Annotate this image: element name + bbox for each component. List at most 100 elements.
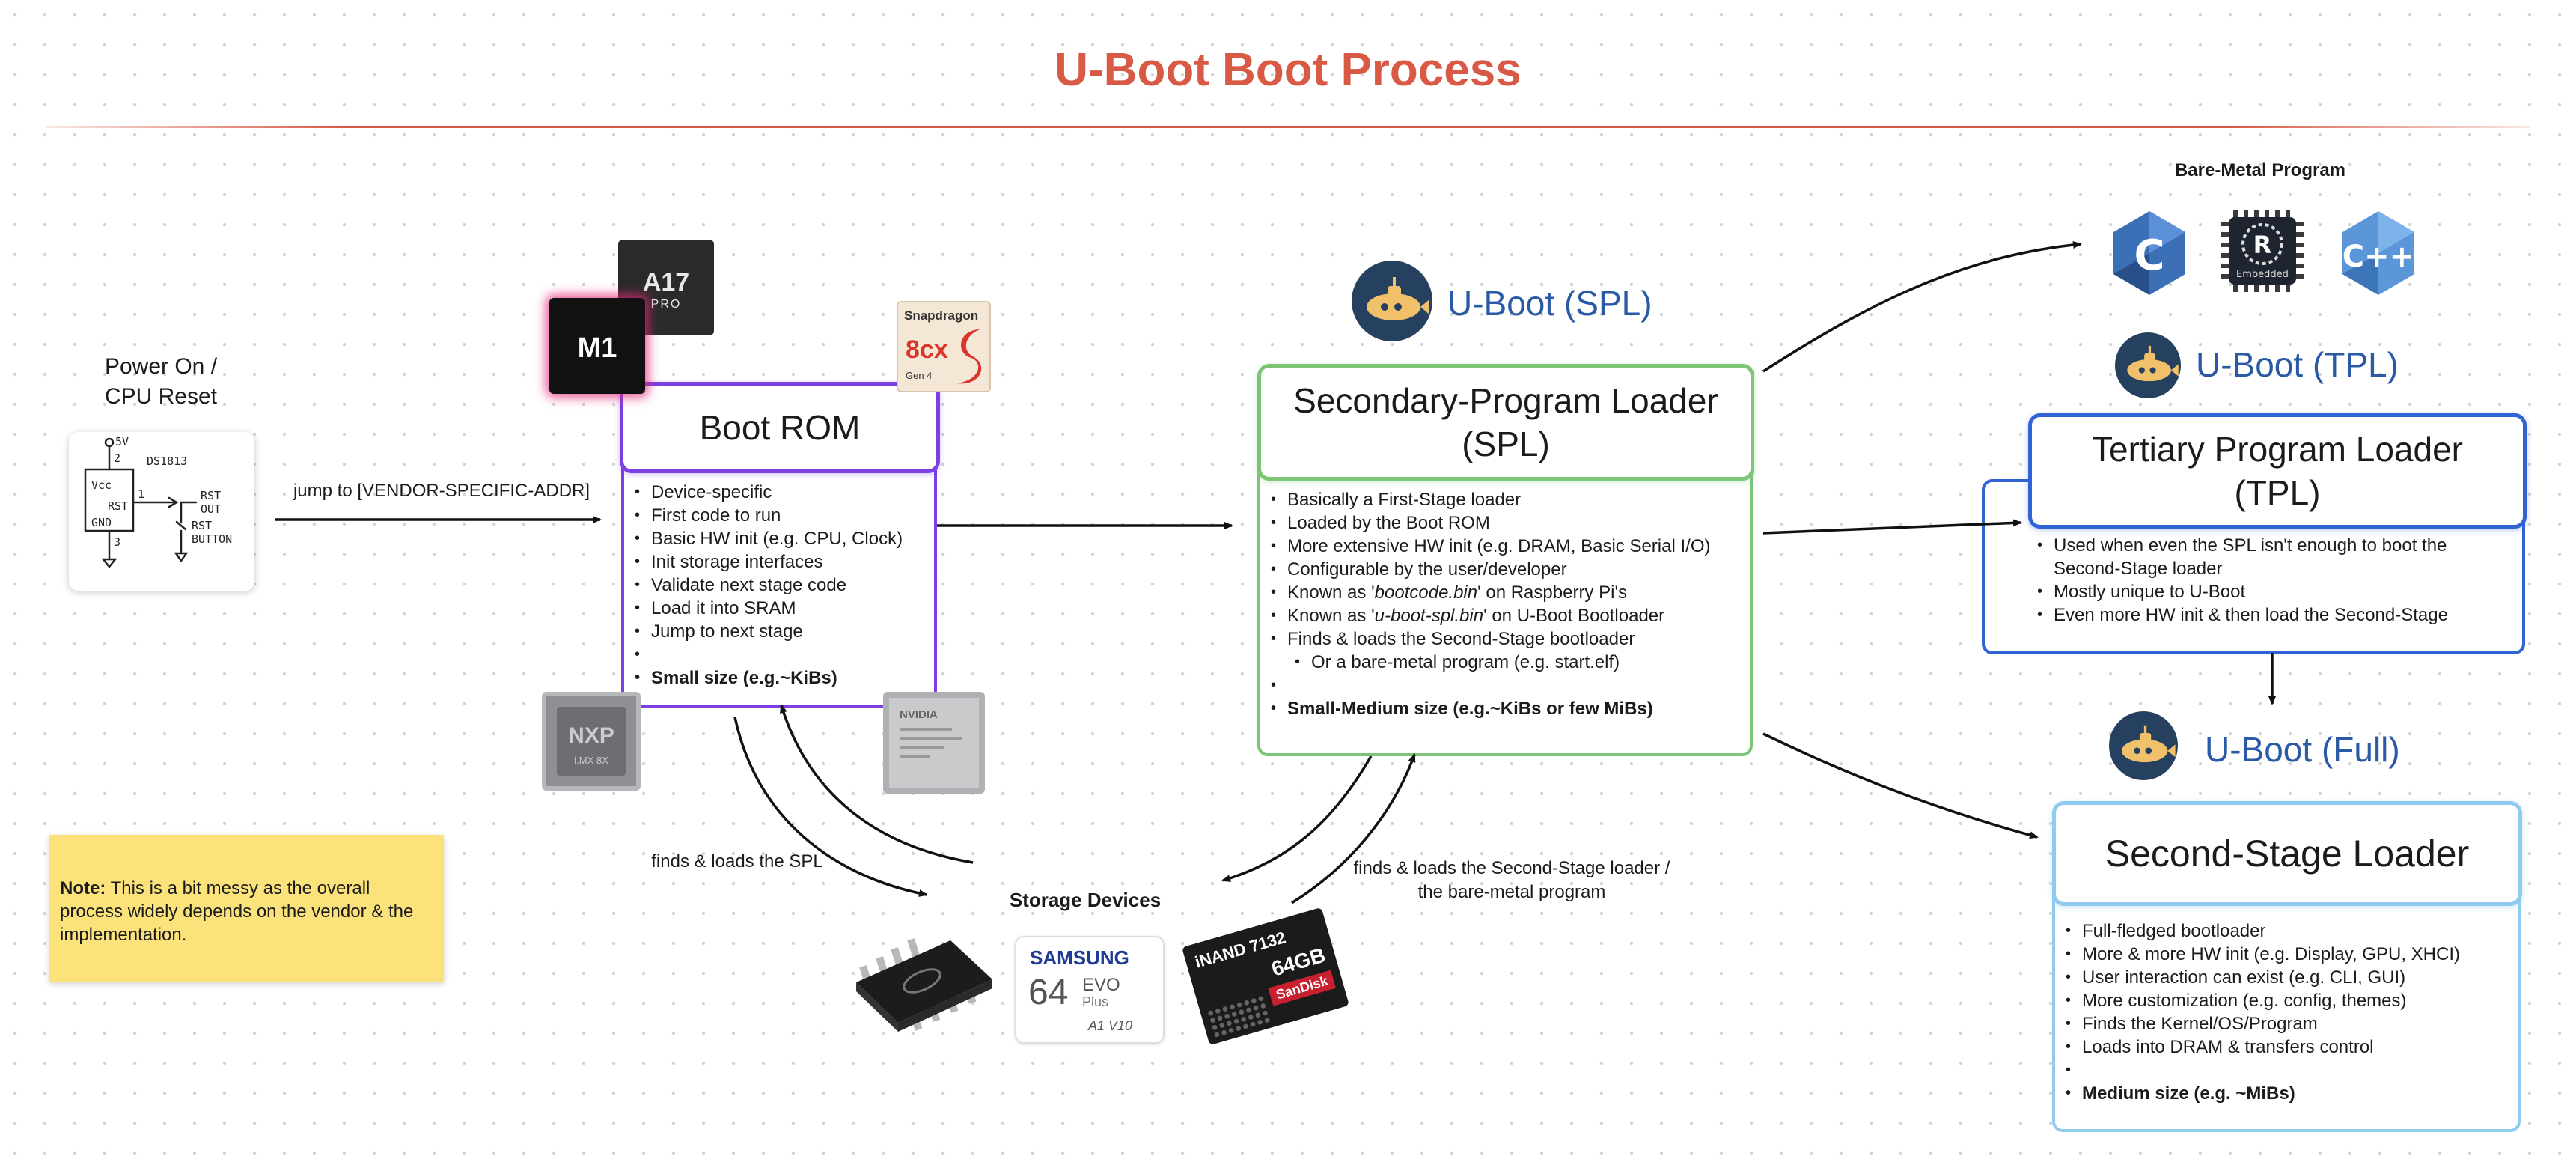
- spl-header: Secondary-Program Loader (SPL): [1257, 364, 1754, 481]
- boot-rom-item: [629, 643, 903, 666]
- edge-label-finds-second-stage-line2: the bare-metal program: [1417, 882, 1606, 902]
- title-divider: [46, 126, 2530, 128]
- boot-rom-item: Basic HW init (e.g. CPU, Clock): [629, 527, 903, 550]
- spl-items: Basically a First-Stage loader Loaded by…: [1265, 488, 1710, 720]
- boot-rom-header: Boot ROM: [620, 382, 940, 473]
- schematic-gnd-label: GND: [91, 516, 112, 529]
- sd-card-brand: SAMSUNG: [1030, 946, 1129, 969]
- spl-item-suffix: ' on U-Boot Bootloader: [1483, 606, 1665, 626]
- rust-embedded-icon: R Embedded: [2217, 205, 2308, 296]
- second-stage-size: Medium size (e.g. ~MiBs): [2060, 1082, 2460, 1105]
- power-on-label-line1: Power On /: [104, 354, 218, 379]
- second-stage-item: Finds the Kernel/OS/Program: [2060, 1012, 2460, 1035]
- second-stage-header: Second-Stage Loader: [2052, 801, 2522, 906]
- c-icon-label: C: [2134, 231, 2164, 280]
- a17-chip-sublabel: PRO: [650, 298, 682, 311]
- second-stage-item: Full-fledged bootloader: [2060, 919, 2460, 943]
- edge-label-jump: jump to [VENDOR-SPECIFIC-ADDR]: [293, 481, 590, 501]
- rust-embedded-drawing: R Embedded: [2221, 210, 2304, 292]
- nxp-chip-label: NXP: [568, 723, 614, 748]
- nvidia-chip-label: NVIDIA: [900, 708, 938, 721]
- second-stage-item: User interaction can exist (e.g. CLI, GU…: [2060, 966, 2460, 989]
- schematic-part-label: DS1813: [147, 454, 187, 468]
- schematic-out-line2: OUT: [201, 502, 221, 516]
- tpl-item: Even more HW init & then load the Second…: [2031, 603, 2495, 627]
- cpp-hexagon-drawing: C++: [2342, 211, 2414, 295]
- boot-rom-title: Boot ROM: [699, 408, 861, 447]
- note-text: This is a bit messy as the overall proce…: [60, 878, 414, 945]
- schematic-pin-top: 2: [114, 451, 120, 465]
- snapdragon-model-label: 8cx: [906, 335, 948, 364]
- tpl-item: Mostly unique to U-Boot: [2031, 580, 2495, 603]
- spl-item: Loaded by the Boot ROM: [1265, 511, 1710, 535]
- uboot-submarine-icon: [1367, 277, 1429, 320]
- boot-rom-item: Jump to next stage: [629, 620, 903, 643]
- rust-icon-sublabel: Embedded: [2236, 269, 2289, 280]
- spl-item-prefix: Known as ': [1287, 583, 1375, 603]
- bare-metal-program-label: Bare-Metal Program: [2174, 160, 2346, 180]
- edge-label-finds-spl: finds & loads the SPL: [651, 851, 823, 872]
- sd-card-capacity: 64: [1028, 973, 1069, 1012]
- nxp-imx8x-chip: NXP i.MX 8X: [542, 692, 641, 791]
- snapdragon-chip: Snapdragon 8cx Gen 4: [897, 301, 991, 392]
- edge-label-finds-second-stage-line1: finds & loads the Second-Stage loader /: [1353, 858, 1670, 878]
- spl-size: Small-Medium size (e.g.~KiBs or few MiBs…: [1265, 697, 1710, 720]
- second-stage-items: Full-fledged bootloader More & more HW i…: [2060, 919, 2460, 1105]
- spl-item: Finds & loads the Second-Stage bootloade…: [1265, 627, 1710, 651]
- second-stage-item: [2060, 1059, 2460, 1082]
- page-title: U-Boot Boot Process: [1054, 44, 1522, 96]
- boot-rom-item: Load it into SRAM: [629, 597, 903, 620]
- tpl-item: Used when even the SPL isn't enough to b…: [2031, 534, 2495, 580]
- boot-rom-item: Init storage interfaces: [629, 550, 903, 574]
- spl-item: Configurable by the user/developer: [1265, 558, 1710, 581]
- reset-schematic-drawing: 5V DS1813 2 Vcc RST 1 GND 3 RST OUT RST …: [84, 435, 232, 569]
- c-hexagon-drawing: C: [2113, 211, 2185, 295]
- sd-card-marks: A1 V10: [1088, 1018, 1133, 1033]
- samsung-evo-sd-card: SAMSUNG 64 EVO Plus A1 V10: [1015, 936, 1165, 1044]
- storage-devices-label: Storage Devices: [1009, 889, 1162, 911]
- spl-item-suffix: ' on Raspberry Pi's: [1477, 583, 1628, 603]
- schematic-button-line2: BUTTON: [192, 532, 232, 546]
- schematic-pin-bottom: 3: [114, 535, 120, 549]
- boot-rom-item: Device-specific: [629, 481, 903, 504]
- uboot-tpl-label: U-Boot (TPL): [2196, 345, 2399, 384]
- m1-chip-label: M1: [577, 332, 617, 364]
- spi-flash-chip-drawing: [856, 938, 992, 1032]
- cpp-language-icon: C++: [2338, 208, 2419, 298]
- schematic-supply-label: 5V: [115, 435, 129, 448]
- second-stage-title: Second-Stage Loader: [2105, 833, 2470, 875]
- sandisk-inand-emmc-chip: iNAND 7132 64GB SanDisk: [1182, 907, 1349, 1046]
- spl-title-line1: Secondary-Program Loader: [1293, 381, 1718, 420]
- tpl-title-line2: (TPL): [2234, 473, 2321, 512]
- boot-rom-item: Validate next stage code: [629, 574, 903, 597]
- power-on-label: Power On / CPU Reset: [71, 352, 251, 412]
- spl-item: More extensive HW init (e.g. DRAM, Basic…: [1265, 535, 1710, 558]
- spl-item: Known as 'bootcode.bin' on Raspberry Pi'…: [1265, 581, 1710, 604]
- snapdragon-logo-icon: [956, 329, 982, 384]
- cpp-icon-label: C++: [2342, 240, 2414, 274]
- second-stage-item: More customization (e.g. config, themes): [2060, 989, 2460, 1012]
- snapdragon-gen-label: Gen 4: [906, 370, 933, 381]
- uboot-submarine-icon: [2122, 725, 2176, 763]
- uboot-spl-logo-icon: [1352, 261, 1432, 341]
- c-language-icon: C: [2109, 208, 2190, 298]
- uboot-full-label: U-Boot (Full): [2205, 730, 2400, 769]
- arrow-spl-to-baremetal: [1762, 241, 2082, 373]
- spl-title-line2: (SPL): [1462, 425, 1550, 463]
- spl-item-filename: u-boot-spl.bin: [1374, 606, 1484, 626]
- tpl-title-line1: Tertiary Program Loader: [2092, 430, 2463, 469]
- second-stage-item: More & more HW init (e.g. Display, GPU, …: [2060, 943, 2460, 966]
- arrow-spl-to-second-stage: [1762, 732, 2039, 839]
- boot-rom-items: Device-specific First code to run Basic …: [629, 481, 903, 690]
- spl-item: Known as 'u-boot-spl.bin' on U-Boot Boot…: [1265, 604, 1710, 627]
- spl-item-filename: bootcode.bin: [1374, 583, 1478, 603]
- uboot-submarine-icon: [2127, 345, 2179, 382]
- edge-label-finds-second-stage: finds & loads the Second-Stage loader / …: [1317, 857, 1706, 904]
- schematic-out-line1: RST: [201, 489, 221, 502]
- spl-item-prefix: Known as ': [1287, 606, 1375, 626]
- uboot-full-logo-icon: [2109, 711, 2178, 780]
- nvidia-chip: NVIDIA: [883, 692, 985, 794]
- schematic-rst-label: RST: [108, 499, 128, 513]
- uboot-spl-label: U-Boot (SPL): [1447, 284, 1652, 323]
- apple-m1-chip: M1: [549, 298, 645, 394]
